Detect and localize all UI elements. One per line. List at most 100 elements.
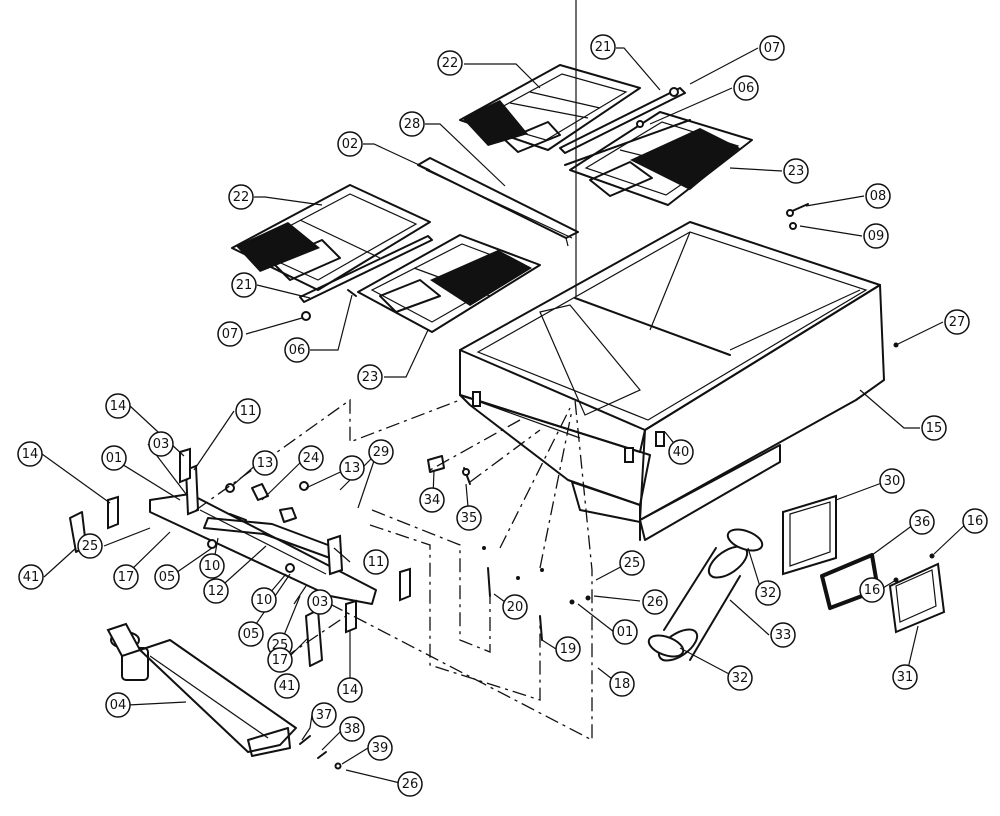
- callout-c07b: 07: [217, 321, 243, 347]
- callout-circle: [892, 664, 918, 690]
- callout-circle: [733, 75, 759, 101]
- callout-c41a: 41: [18, 564, 44, 590]
- callout-c16b: 16: [859, 577, 885, 603]
- callout-c10b: 10: [251, 587, 277, 613]
- callout-c30: 30: [879, 468, 905, 494]
- callout-c23a: 23: [783, 158, 809, 184]
- callout-label: 10: [204, 559, 221, 574]
- callout-c06b: 06: [284, 337, 310, 363]
- rail-21-lower: [299, 235, 433, 321]
- callout-label: 32: [732, 671, 749, 686]
- callout-circle: [337, 677, 363, 703]
- lid-panel-22-upper: [459, 64, 641, 153]
- callout-c21b: 21: [231, 272, 257, 298]
- lid-panel-23-upper: [569, 111, 753, 206]
- callout-c23b: 23: [357, 364, 383, 390]
- callout-label: 10: [256, 593, 273, 608]
- lid-panel-22-lower: [231, 184, 431, 291]
- callout-label: 18: [614, 677, 631, 692]
- callout-circle: [879, 468, 905, 494]
- callout-label: 41: [23, 570, 40, 585]
- callout-circle: [368, 439, 394, 465]
- callout-circle: [759, 35, 785, 61]
- callout-label: 21: [595, 40, 612, 55]
- callout-c37: 37: [311, 702, 337, 728]
- callout-label: 14: [342, 683, 359, 698]
- callout-c33: 33: [770, 622, 796, 648]
- callout-circle: [668, 439, 694, 465]
- callout-label: 05: [243, 627, 260, 642]
- fitting-35: [462, 467, 471, 485]
- callout-label: 04: [110, 698, 127, 713]
- callout-c25c: 25: [619, 550, 645, 576]
- rail-21-upper: [559, 87, 691, 166]
- callout-label: 05: [159, 570, 176, 585]
- disc-32-upper: [726, 528, 764, 552]
- callout-c03b: 03: [307, 589, 333, 615]
- callout-c14c: 14: [337, 677, 363, 703]
- callout-circle: [105, 692, 131, 718]
- callout-c22b: 22: [228, 184, 254, 210]
- chute-20: [487, 567, 491, 597]
- callout-c27: 27: [944, 309, 970, 335]
- callout-label: 26: [402, 777, 419, 792]
- callout-c13b: 13: [339, 455, 365, 481]
- callout-label: 15: [926, 421, 943, 436]
- callout-label: 23: [362, 370, 379, 385]
- callout-c07a: 07: [759, 35, 785, 61]
- callout-c01a: 01: [101, 445, 127, 471]
- callout-label: 09: [868, 229, 885, 244]
- panel-31: [888, 562, 946, 634]
- callout-circle: [399, 111, 425, 137]
- callout-c08: 08: [865, 183, 891, 209]
- callout-c03a: 03: [148, 431, 174, 457]
- callout-circle: [419, 487, 445, 513]
- callout-circle: [154, 564, 180, 590]
- callout-circle: [642, 589, 668, 615]
- callout-c10a: 10: [199, 553, 225, 579]
- callout-label: 30: [884, 474, 901, 489]
- callout-label: 07: [764, 41, 781, 56]
- callout-circle: [228, 184, 254, 210]
- callout-c14a: 14: [105, 393, 131, 419]
- callout-c02: 02: [337, 131, 363, 157]
- callout-label: 02: [342, 137, 359, 152]
- callout-label: 38: [344, 722, 361, 737]
- disc-32-lower: [647, 634, 685, 658]
- callout-c32a: 32: [755, 580, 781, 606]
- callout-c31: 31: [892, 664, 918, 690]
- callout-circle: [101, 445, 127, 471]
- callout-label: 22: [442, 56, 459, 71]
- callout-circle: [203, 578, 229, 604]
- callout-c01b: 01: [612, 619, 638, 645]
- callout-label: 20: [507, 600, 524, 615]
- callout-circle: [252, 450, 278, 476]
- callout-c26b: 26: [397, 771, 423, 797]
- callout-circle: [17, 441, 43, 467]
- callout-label: 25: [82, 539, 99, 554]
- small-hardware-dots: [482, 342, 935, 605]
- callout-circle: [311, 702, 337, 728]
- callout-circle: [235, 398, 261, 424]
- callout-c22a: 22: [437, 50, 463, 76]
- callout-label: 26: [647, 595, 664, 610]
- hopper-body-15: [459, 0, 885, 541]
- callout-label: 28: [404, 117, 421, 132]
- callout-c15: 15: [921, 415, 947, 441]
- callout-c34: 34: [419, 487, 445, 513]
- callout-c24: 24: [298, 445, 324, 471]
- callout-c25a: 25: [77, 533, 103, 559]
- callout-circle: [113, 564, 139, 590]
- callout-c39: 39: [367, 735, 393, 761]
- callout-label: 21: [236, 278, 253, 293]
- callout-circle: [105, 393, 131, 419]
- callout-circle: [307, 589, 333, 615]
- callout-label: 19: [560, 642, 577, 657]
- callout-label: 24: [303, 451, 320, 466]
- callout-c26a: 26: [642, 589, 668, 615]
- callout-circle: [727, 665, 753, 691]
- callout-circle: [363, 549, 389, 575]
- callout-circle: [231, 272, 257, 298]
- callout-label: 25: [624, 556, 641, 571]
